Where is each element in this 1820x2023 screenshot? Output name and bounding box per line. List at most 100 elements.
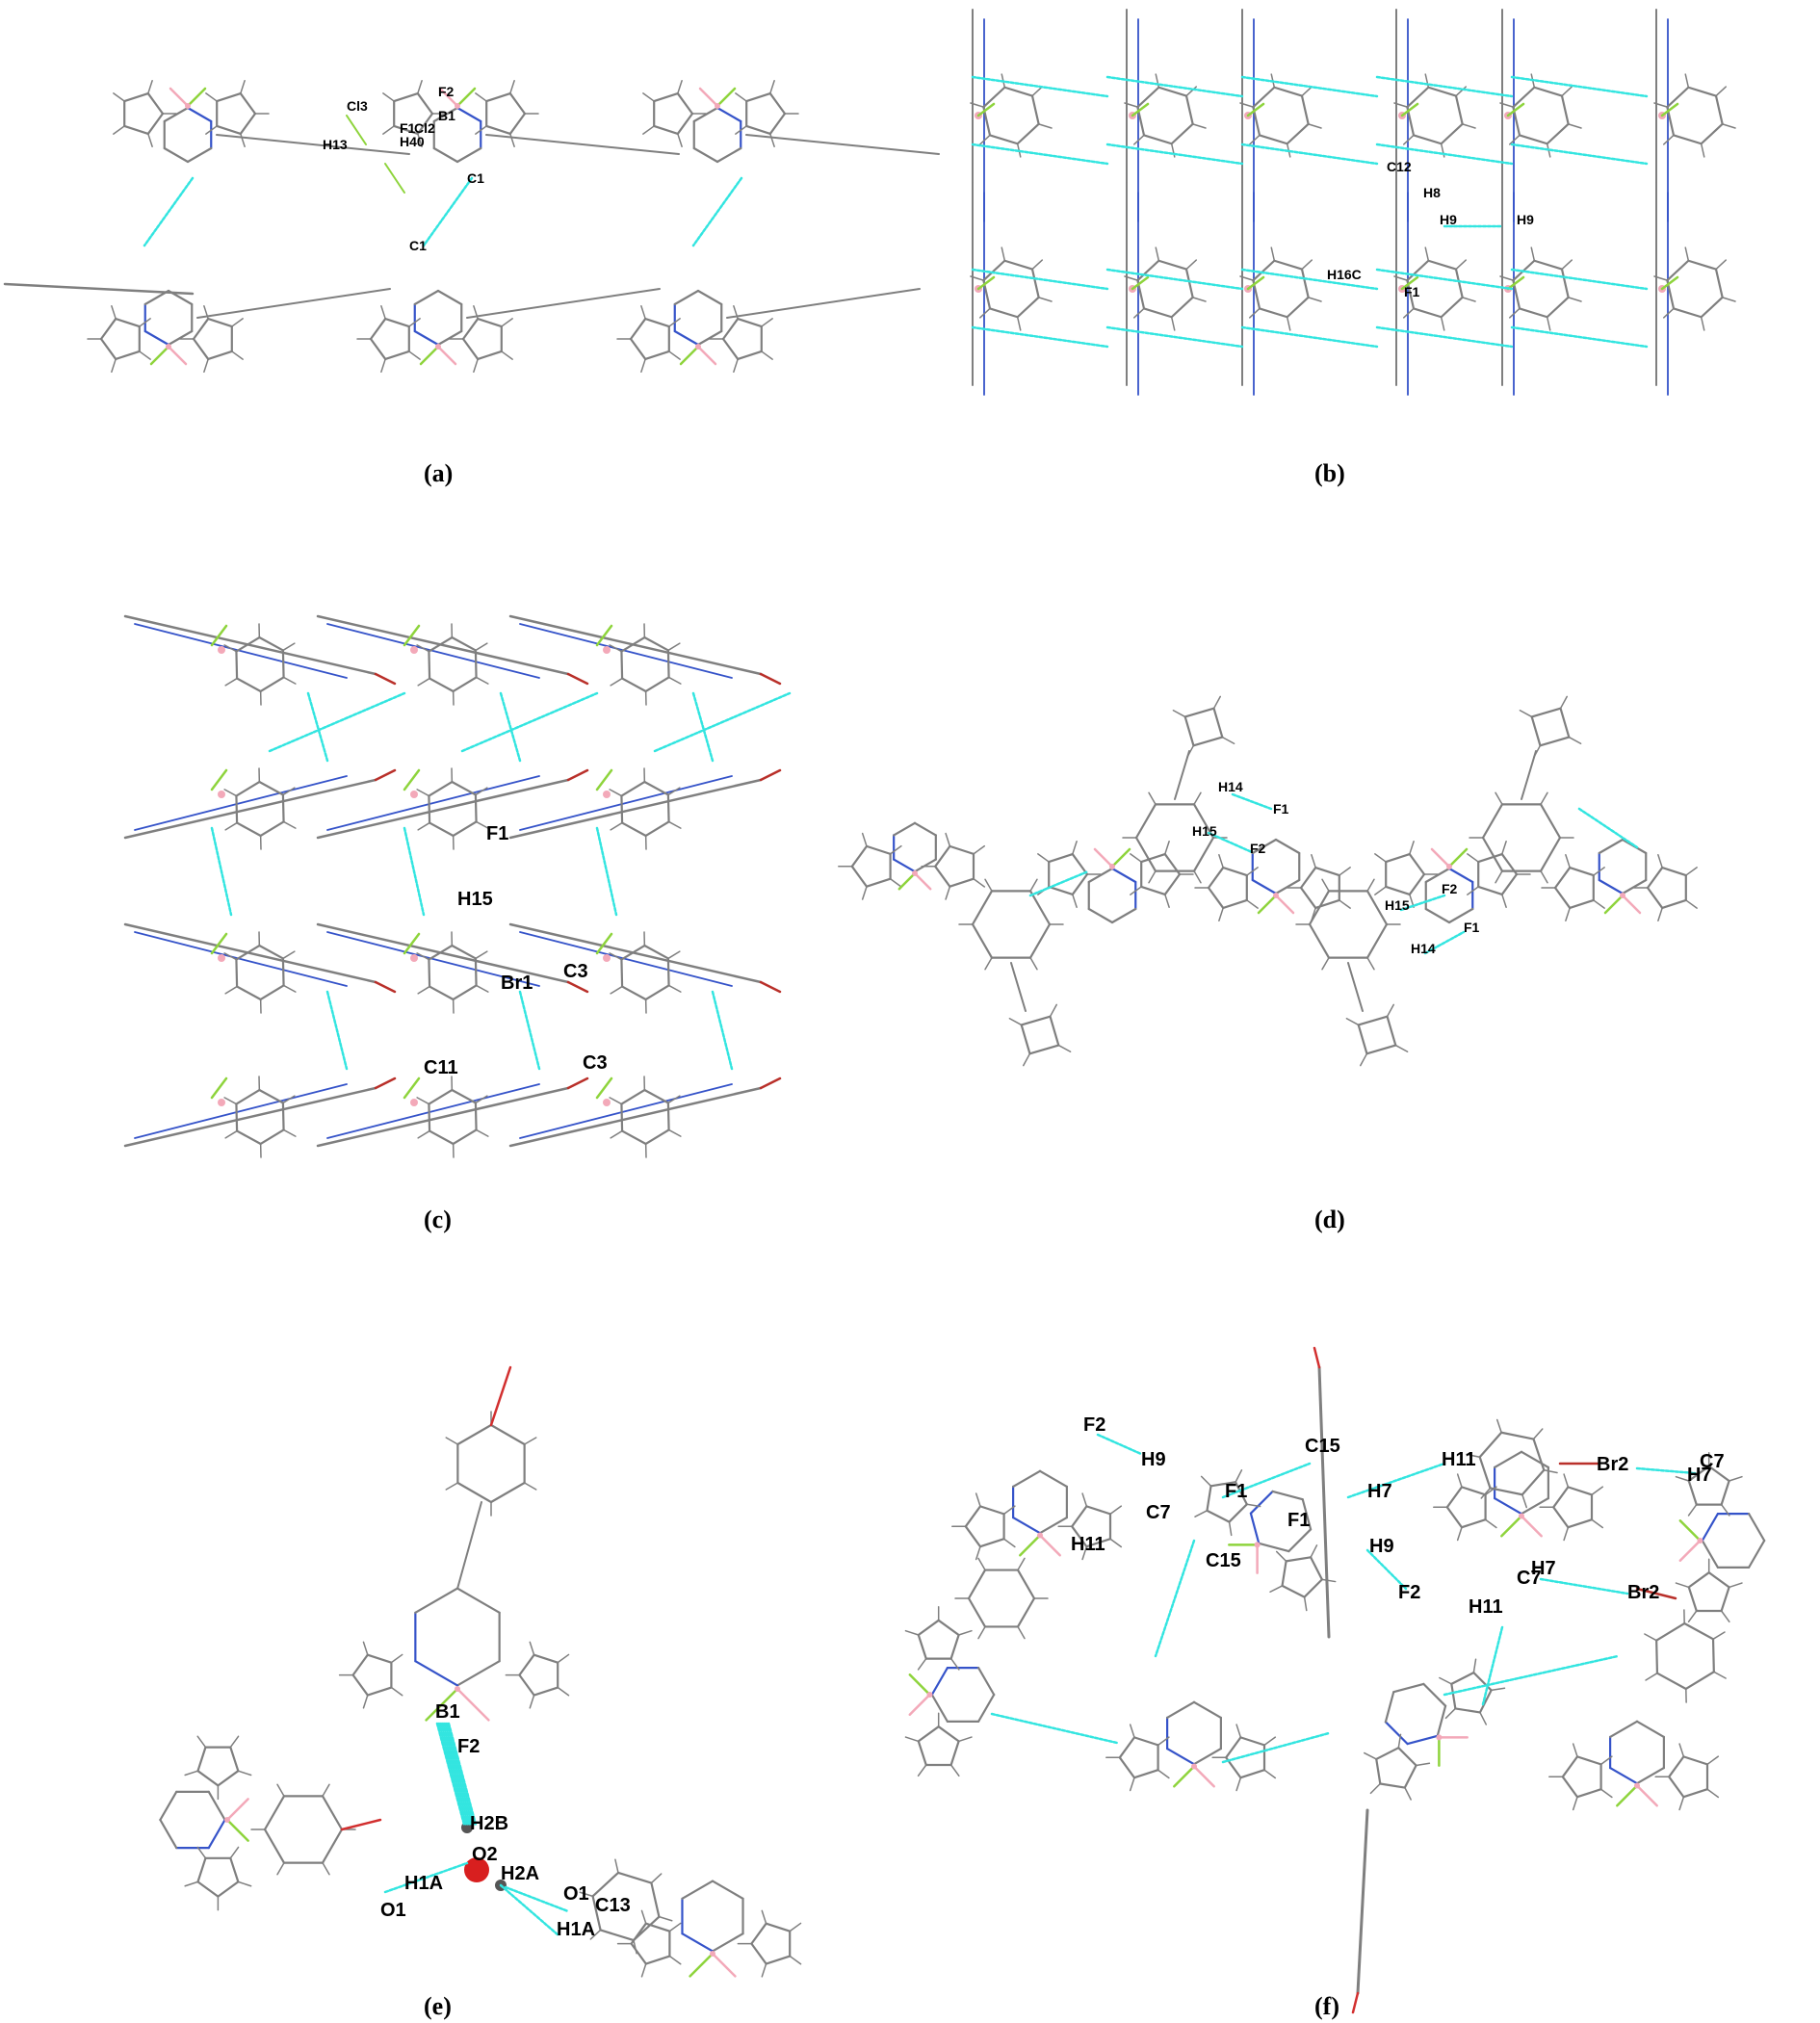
bond xyxy=(1228,1503,1248,1523)
molecule-packing-b xyxy=(970,9,1736,396)
bond xyxy=(1365,1044,1397,1055)
atom-label: F2 xyxy=(1083,1414,1105,1436)
bond xyxy=(1192,836,1215,872)
h-bond-stub xyxy=(1148,869,1157,884)
bond xyxy=(1131,102,1150,117)
bond xyxy=(123,922,377,984)
bond xyxy=(326,623,540,679)
bond xyxy=(436,345,457,366)
bond xyxy=(1085,1538,1112,1548)
h-bond-stub xyxy=(1155,246,1160,262)
bond xyxy=(207,317,233,328)
h-bond-stub xyxy=(390,1686,403,1697)
h-bond-stub xyxy=(1678,1796,1685,1811)
bond xyxy=(1038,1516,1068,1535)
bond xyxy=(673,289,700,306)
h-bond-stub xyxy=(1130,886,1142,895)
bond xyxy=(759,1076,782,1090)
bond xyxy=(123,778,377,840)
bond xyxy=(123,124,149,136)
bond xyxy=(768,112,787,136)
h-bond-stub xyxy=(445,1437,459,1445)
h-bond-stub xyxy=(1444,1707,1457,1720)
bond xyxy=(643,1088,670,1104)
hydrogen-bond xyxy=(653,691,792,753)
bond xyxy=(1271,1490,1304,1501)
h-bond-stub xyxy=(240,133,246,147)
bond xyxy=(1071,872,1089,896)
hydrogen-bond xyxy=(443,1722,474,1827)
atom-label: H15 xyxy=(457,889,493,910)
atom-label: O1 xyxy=(563,1883,589,1905)
h-bond-stub xyxy=(1031,86,1044,97)
h-bond-stub xyxy=(984,878,993,893)
hydrogen-bond xyxy=(1240,268,1379,291)
bond xyxy=(644,1955,671,1965)
bond xyxy=(163,146,190,164)
bond xyxy=(451,780,478,796)
bond xyxy=(1192,1747,1222,1766)
h-bond-stub xyxy=(475,125,487,135)
h-bond-stub xyxy=(1081,1492,1088,1508)
h-bond-stub xyxy=(1369,1782,1382,1795)
panel-a: Cl3 F2 B1 F1 Cl2 H40 H13 C1 C1 (a) xyxy=(3,80,940,487)
hydrogen-bond xyxy=(1443,1654,1620,1697)
atom-label: O1 xyxy=(380,1900,406,1921)
h-bond-stub xyxy=(1501,841,1507,855)
h-bond-stub xyxy=(1311,854,1316,869)
h-bond-stub xyxy=(1364,1751,1378,1760)
hydrogen-bond xyxy=(1221,1462,1312,1499)
h-bond-stub xyxy=(1662,134,1675,145)
bond xyxy=(1707,1465,1730,1483)
bond xyxy=(1687,86,1718,97)
bond xyxy=(1313,1346,1321,1369)
h-bond-stub xyxy=(1495,1418,1502,1434)
h-bond-stub xyxy=(1017,1557,1026,1571)
h-bond-stub xyxy=(1193,791,1202,806)
h-bond-stub xyxy=(677,133,683,147)
bond xyxy=(644,820,670,838)
bond xyxy=(1646,866,1664,890)
h-bond-stub xyxy=(1456,1526,1463,1542)
bond xyxy=(1299,886,1317,910)
h-bond-stub xyxy=(1124,102,1139,108)
hydrogen-bond xyxy=(1105,75,1244,98)
h-bond-stub xyxy=(408,318,421,327)
bond xyxy=(1365,890,1389,926)
bond xyxy=(474,649,478,679)
bond xyxy=(258,780,285,796)
bond xyxy=(134,931,348,987)
bond xyxy=(1110,847,1131,869)
h-bond-stub xyxy=(1130,853,1142,863)
bond xyxy=(1258,134,1288,145)
h-bond-stub xyxy=(1037,297,1053,302)
h-bond-stub xyxy=(667,787,681,796)
h-bond-stub xyxy=(1286,316,1291,331)
h-bond-stub xyxy=(1157,1769,1170,1779)
bond xyxy=(1308,890,1331,926)
atom-label: C13 xyxy=(595,1895,631,1916)
bond xyxy=(745,91,771,103)
bond xyxy=(620,958,624,988)
hydrogen-bond xyxy=(1375,143,1514,166)
hydrogen-bond xyxy=(990,1712,1119,1745)
bond xyxy=(917,1740,927,1767)
bond xyxy=(698,87,719,108)
h-bond-stub xyxy=(1164,894,1170,908)
h-bond-stub xyxy=(1339,867,1351,876)
bond xyxy=(1118,1736,1136,1759)
atom-label: O2 xyxy=(472,1844,498,1865)
h-bond-stub xyxy=(139,350,151,360)
bond xyxy=(1412,134,1443,145)
h-bond-stub xyxy=(1072,841,1078,855)
bond xyxy=(146,91,165,116)
h-bond-stub xyxy=(970,102,985,108)
boron-atom xyxy=(603,791,611,798)
boron-atom xyxy=(410,791,418,798)
bond xyxy=(239,112,257,136)
h-bond-stub xyxy=(416,644,430,653)
bond xyxy=(1598,838,1625,855)
bond xyxy=(384,350,410,361)
bond xyxy=(620,1088,646,1105)
h-bond-stub xyxy=(1374,886,1387,895)
